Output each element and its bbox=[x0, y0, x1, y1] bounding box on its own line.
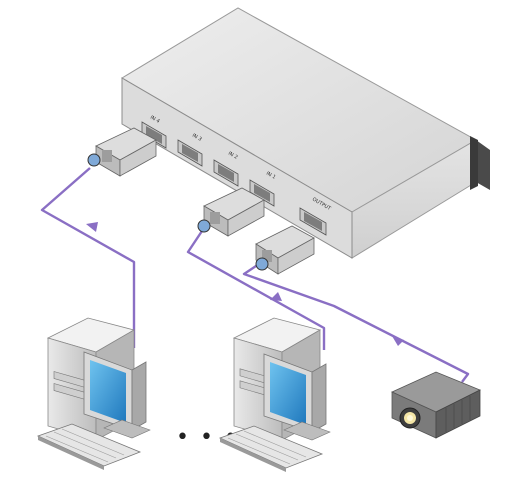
computer-2 bbox=[218, 317, 331, 472]
cable-pc1-to-in4 bbox=[40, 167, 136, 348]
port-in3: IN 3 bbox=[177, 133, 203, 167]
port-label-in3: IN 3 bbox=[191, 133, 203, 143]
keyboard-icon bbox=[36, 423, 142, 470]
switcher-box: IN 4 IN 3 IN 2 IN 1 OUTPUT bbox=[121, 7, 490, 259]
arrow-icon bbox=[86, 222, 98, 232]
arrow-icon bbox=[270, 292, 282, 301]
vga-connector-icon bbox=[197, 187, 265, 237]
port-in2: IN 2 bbox=[213, 151, 239, 187]
keyboard-icon bbox=[218, 425, 324, 472]
vga-connector-icon bbox=[87, 127, 157, 177]
cable-output-to-projector bbox=[242, 261, 470, 383]
projector-icon bbox=[391, 371, 481, 439]
monitor-icon bbox=[83, 351, 151, 439]
port-label-in4: IN 4 bbox=[149, 115, 161, 125]
port-in4: IN 4 bbox=[141, 115, 167, 149]
monitor-icon bbox=[263, 353, 331, 441]
vga-connector-icon bbox=[255, 225, 315, 275]
port-label-in2: IN 2 bbox=[227, 151, 239, 161]
cable-arrows bbox=[86, 222, 404, 346]
cables bbox=[40, 167, 470, 383]
cable-pc2-to-in2 bbox=[186, 227, 326, 350]
port-label-in1: IN 1 bbox=[265, 171, 277, 181]
port-in1: IN 1 bbox=[249, 171, 277, 207]
computer-1 bbox=[36, 317, 151, 470]
arrow-icon bbox=[392, 336, 404, 346]
